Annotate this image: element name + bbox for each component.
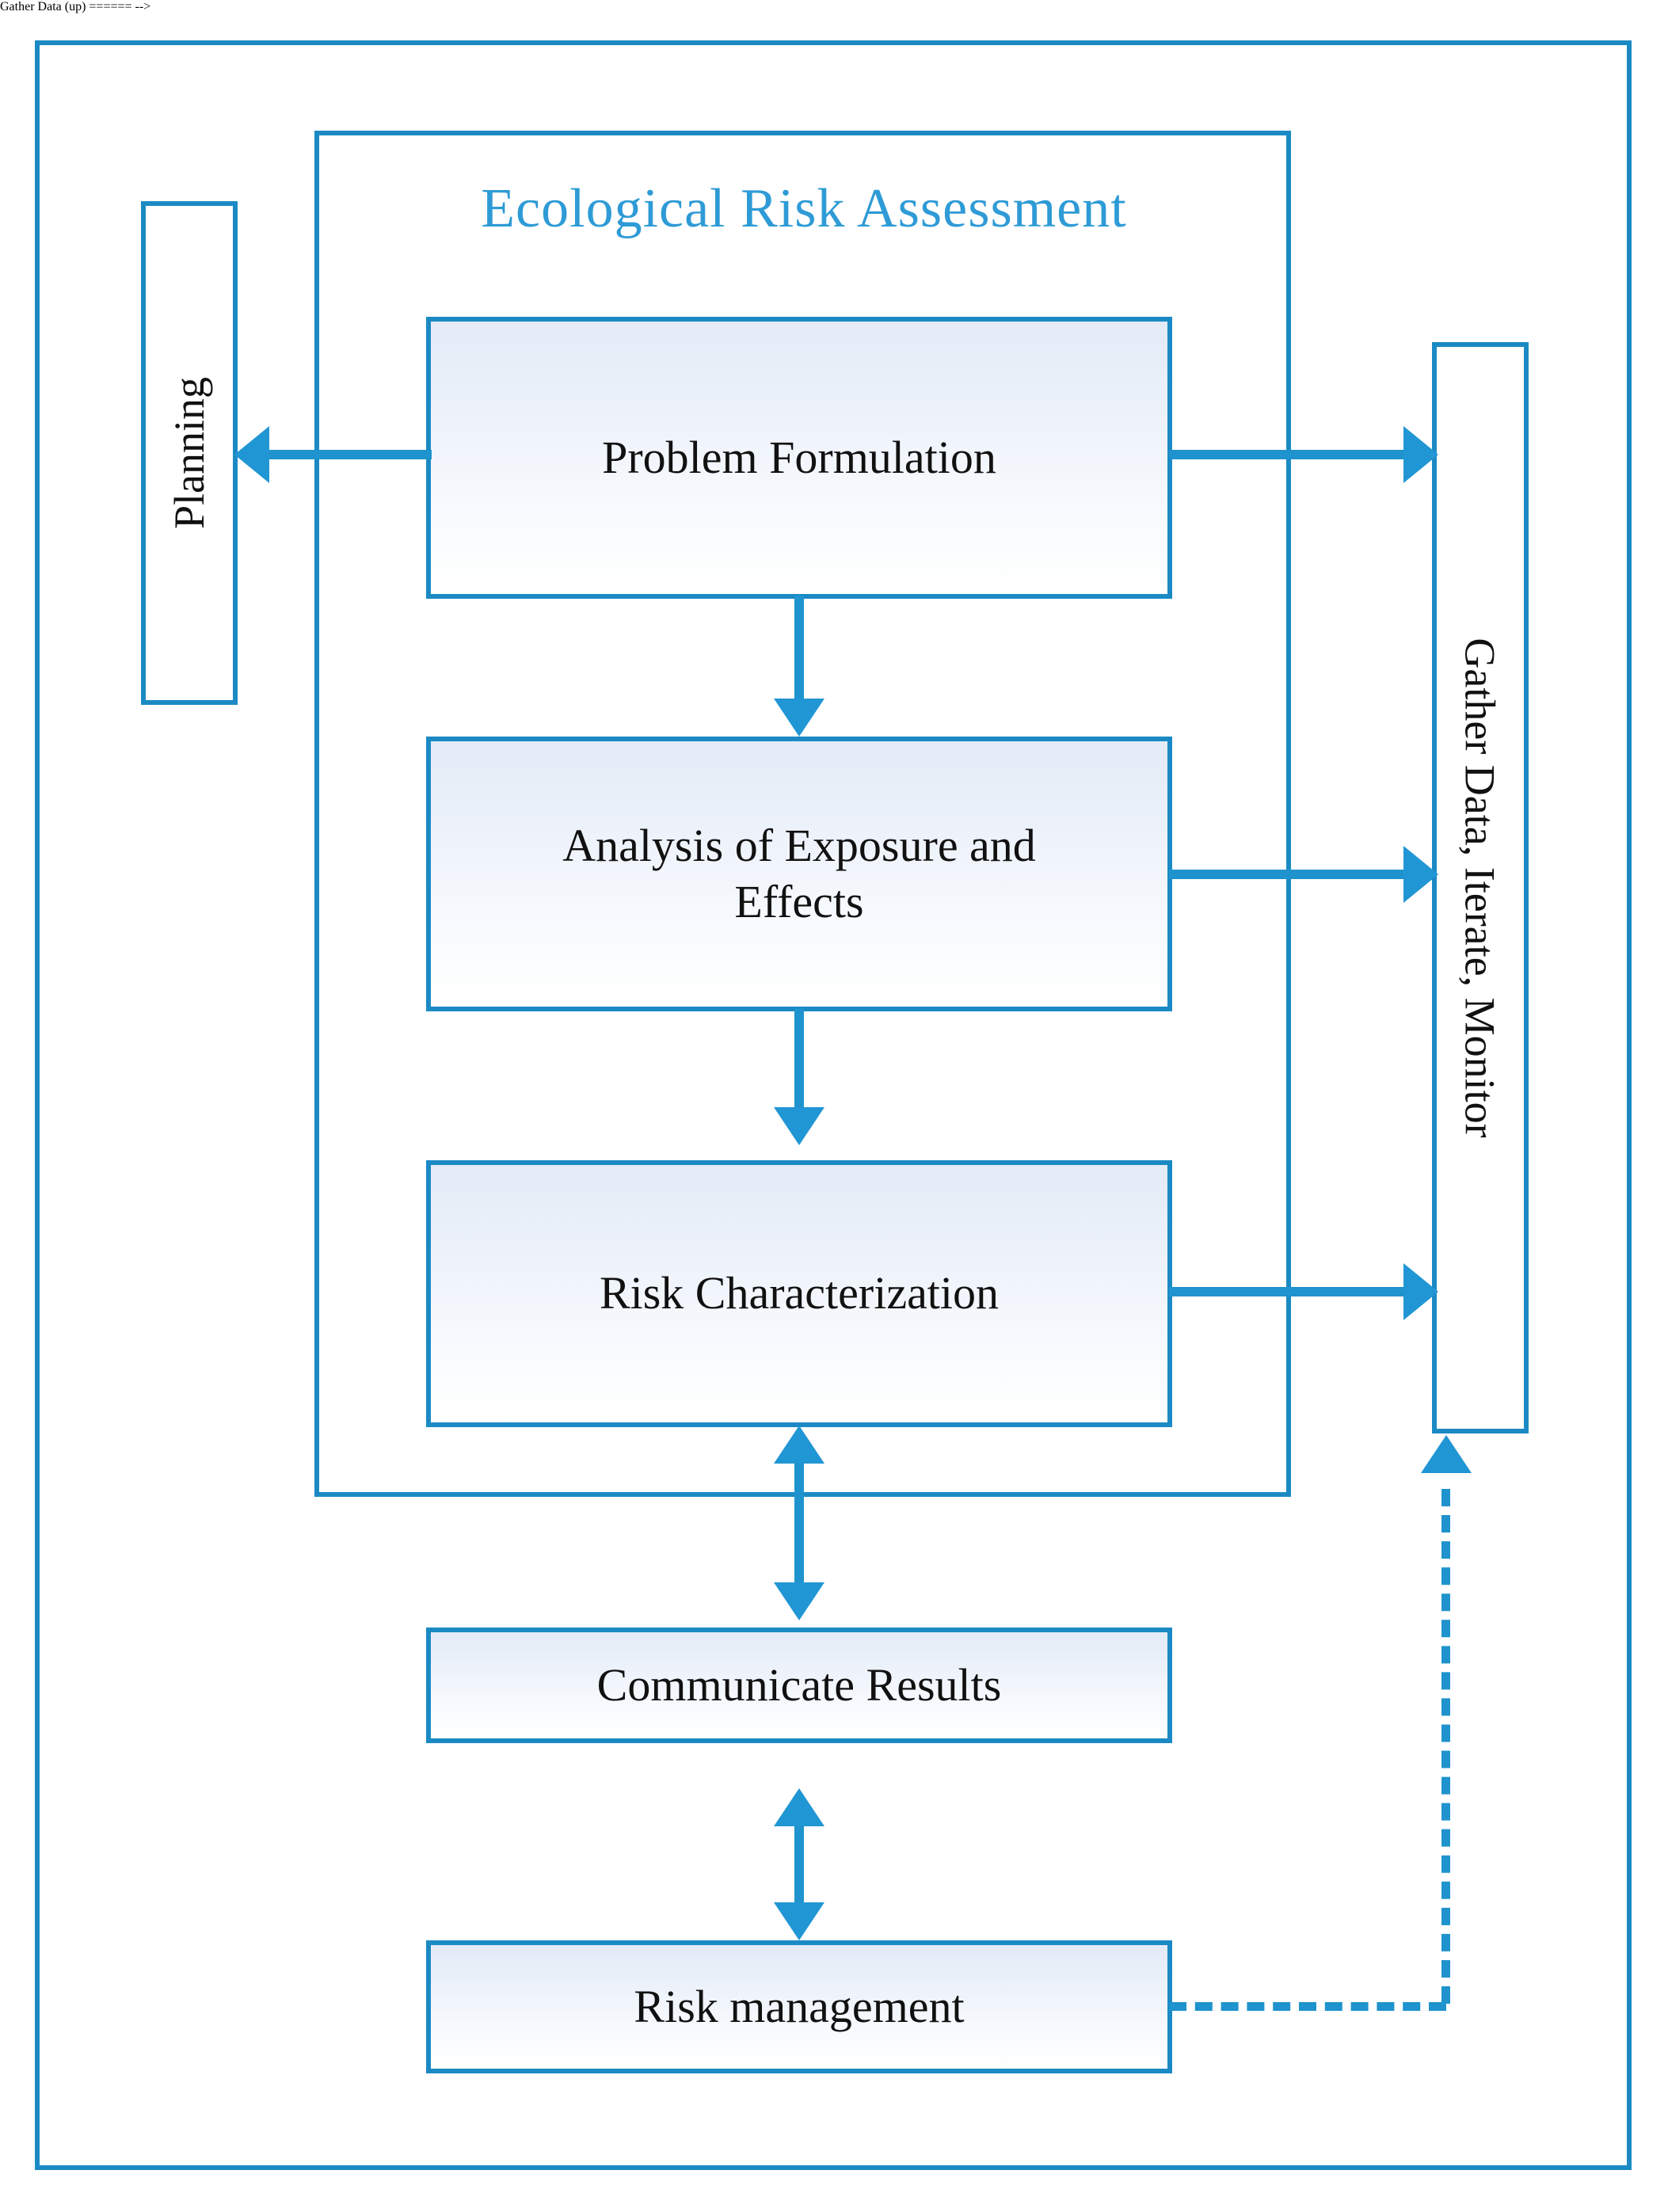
connector-problem-to-gather-arrowhead — [1403, 426, 1438, 483]
gather-data-label: Gather Data, Iterate, Monitor — [1457, 638, 1505, 1138]
connector-communicate-to-riskmgmt-line — [794, 1822, 804, 1909]
gather-data-box: Gather Data, Iterate, Monitor — [1432, 342, 1529, 1433]
problem-formulation-label: Problem Formulation — [602, 431, 996, 483]
planning-box: Planning — [141, 201, 238, 705]
connector-riskchar-to-communicate-line — [794, 1461, 804, 1588]
connector-riskchar-to-gather-arrowhead — [1403, 1263, 1438, 1320]
outer-frame — [35, 40, 1632, 2170]
risk-characterization-label: Risk Characterization — [599, 1267, 1000, 1319]
connector-riskmgmt-to-gather-arrowhead — [1421, 1435, 1472, 1473]
connector-riskmgmt-to-gather-dashed-vertical — [1441, 1489, 1450, 2004]
communicate-results-box: Communicate Results — [426, 1628, 1172, 1743]
connector-riskchar-to-gather-line — [1169, 1287, 1407, 1296]
connector-problem-to-planning-line — [265, 450, 432, 459]
analysis-of-exposure-and-effects-box: Analysis of Exposure and Effects — [426, 737, 1172, 1011]
connector-analysis-to-riskchar-arrowhead — [774, 1107, 824, 1145]
connector-riskchar-to-communicate-arrowhead-up — [774, 1426, 824, 1464]
connector-problem-to-planning-arrowhead — [234, 426, 269, 483]
planning-label: Planning — [166, 376, 214, 530]
analysis-label: Analysis of Exposure and Effects — [562, 819, 1036, 927]
connector-problem-to-analysis-line — [794, 596, 804, 702]
connector-analysis-to-gather-line — [1169, 870, 1407, 879]
connector-analysis-to-gather-arrowhead — [1403, 846, 1438, 903]
problem-formulation-box: Problem Formulation — [426, 317, 1172, 599]
connector-problem-to-analysis-arrowhead — [774, 699, 824, 737]
communicate-results-label: Communicate Results — [596, 1658, 1002, 1711]
connector-communicate-to-riskmgmt-arrowhead-up — [774, 1788, 824, 1826]
connector-problem-to-gather-line — [1169, 450, 1407, 459]
risk-characterization-box: Risk Characterization — [426, 1160, 1172, 1427]
risk-management-box: Risk management — [426, 1940, 1172, 2073]
connector-riskmgmt-to-gather-dashed-horizontal — [1169, 2002, 1446, 2011]
connector-analysis-to-riskchar-line — [794, 1008, 804, 1111]
page-title: Ecological Risk Assessment — [481, 178, 1127, 239]
connector-communicate-to-riskmgmt-arrowhead-down — [774, 1902, 824, 1940]
connector-riskchar-to-communicate-arrowhead-down — [774, 1582, 824, 1620]
risk-management-label: Risk management — [634, 1980, 965, 2032]
